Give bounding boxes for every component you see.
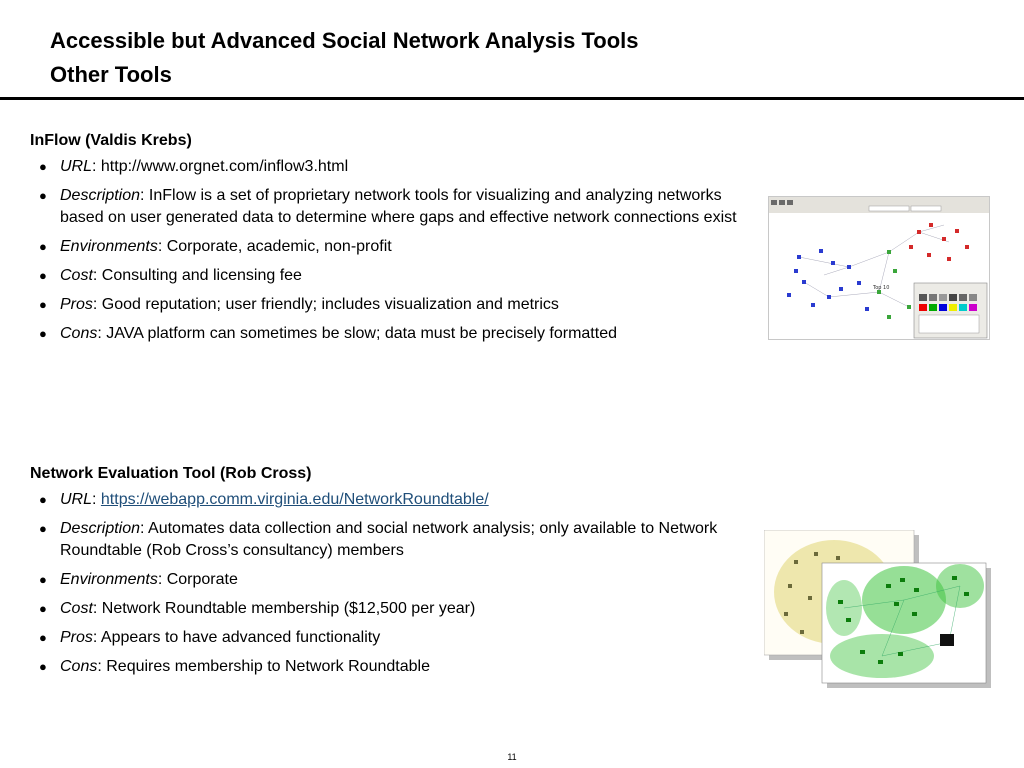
- item-label: Environments: [60, 571, 158, 588]
- item-label: Cost: [60, 600, 93, 617]
- network-tool-graphic: [763, 529, 991, 688]
- section-heading: Network Evaluation Tool (Rob Cross): [30, 465, 312, 482]
- item-text: : InFlow is a set of proprietary network…: [60, 187, 737, 226]
- item-text: : Corporate, academic, non-profit: [157, 238, 392, 255]
- list-item-url: ● URL: https://webapp.comm.virginia.edu/N…: [30, 489, 750, 511]
- item-text: : Network Roundtable membership ($12,500…: [92, 600, 476, 617]
- roundtable-link[interactable]: https://webapp.comm.virginia.edu/Network…: [100, 491, 489, 508]
- item-label: Description: [60, 187, 141, 204]
- item-label: Cost: [60, 267, 93, 284]
- slide-title: Accessible but Advanced Social Network A…: [50, 28, 639, 53]
- item-text: : Appears to have advanced functionality: [92, 629, 381, 646]
- list-item-cost: ● Cost: Network Roundtable membership ($1…: [30, 598, 750, 620]
- item-label: URL: [60, 158, 93, 175]
- item-text: : Good reputation; user friendly; includ…: [92, 296, 559, 313]
- bullet-list: ● URL: http://www.orgnet.com/inflow3.html…: [30, 156, 750, 345]
- bullet-icon: ●: [39, 297, 47, 312]
- title-block: Accessible but Advanced Social Network A…: [50, 24, 638, 92]
- list-item-cons: ● Cons: JAVA platform can sometimes be sl…: [30, 323, 750, 345]
- slide-subtitle: Other Tools: [50, 62, 172, 87]
- window-title-label: Top 10: [872, 285, 889, 291]
- item-separator: :: [92, 491, 101, 508]
- bullet-icon: ●: [39, 188, 47, 203]
- list-item-environments: ● Environments: Corporate, academic, non-…: [30, 236, 750, 258]
- list-item-description: ● Description: InFlow is a set of proprie…: [30, 185, 750, 229]
- inflow-screenshot: Top 10: [768, 196, 990, 340]
- item-text: : Corporate: [157, 571, 238, 588]
- bullet-icon: ●: [39, 326, 47, 341]
- bullet-list: ● URL: https://webapp.comm.virginia.edu/N…: [30, 489, 750, 678]
- list-item-cost: ● Cost: Consulting and licensing fee: [30, 265, 750, 287]
- list-item-environments: ● Environments: Corporate: [30, 569, 750, 591]
- section-network-evaluation-tool: Network Evaluation Tool (Rob Cross) ● URL…: [30, 463, 750, 685]
- item-text: : http://www.orgnet.com/inflow3.html: [92, 158, 349, 175]
- section-inflow: InFlow (Valdis Krebs) ● URL: http://www.o…: [30, 130, 750, 352]
- list-item-cons: ● Cons: Requires membership to Network Ro…: [30, 656, 750, 678]
- bullet-icon: ●: [39, 239, 47, 254]
- bullet-icon: ●: [39, 659, 47, 674]
- item-label: Description: [60, 520, 141, 537]
- list-item-description: ● Description: Automates data collection …: [30, 518, 750, 562]
- item-label: Cons: [60, 658, 98, 675]
- item-text: : Automates data collection and social n…: [60, 520, 718, 559]
- bullet-icon: ●: [39, 601, 47, 616]
- item-label: Pros: [60, 296, 93, 313]
- item-text: : Requires membership to Network Roundta…: [97, 658, 430, 675]
- network-tool-screenshots: [763, 529, 994, 690]
- item-label: Environments: [60, 238, 158, 255]
- list-item-url: ● URL: http://www.orgnet.com/inflow3.html: [30, 156, 750, 178]
- bullet-icon: ●: [39, 630, 47, 645]
- list-item-pros: ● Pros: Appears to have advanced function…: [30, 627, 750, 649]
- item-label: Cons: [60, 325, 98, 342]
- title-divider: [0, 97, 1024, 100]
- section-heading: InFlow (Valdis Krebs): [30, 132, 192, 149]
- bullet-icon: ●: [39, 521, 47, 536]
- inflow-network-graphic: Top 10: [769, 197, 989, 339]
- item-text: : Consulting and licensing fee: [92, 267, 302, 284]
- page-number: 11: [507, 752, 517, 762]
- bullet-icon: ●: [39, 572, 47, 587]
- bullet-icon: ●: [39, 492, 47, 507]
- item-label: Pros: [60, 629, 93, 646]
- item-text: : JAVA platform can sometimes be slow; d…: [97, 325, 617, 342]
- item-label: URL: [60, 491, 93, 508]
- list-item-pros: ● Pros: Good reputation; user friendly; i…: [30, 294, 750, 316]
- bullet-icon: ●: [39, 159, 47, 174]
- bullet-icon: ●: [39, 268, 47, 283]
